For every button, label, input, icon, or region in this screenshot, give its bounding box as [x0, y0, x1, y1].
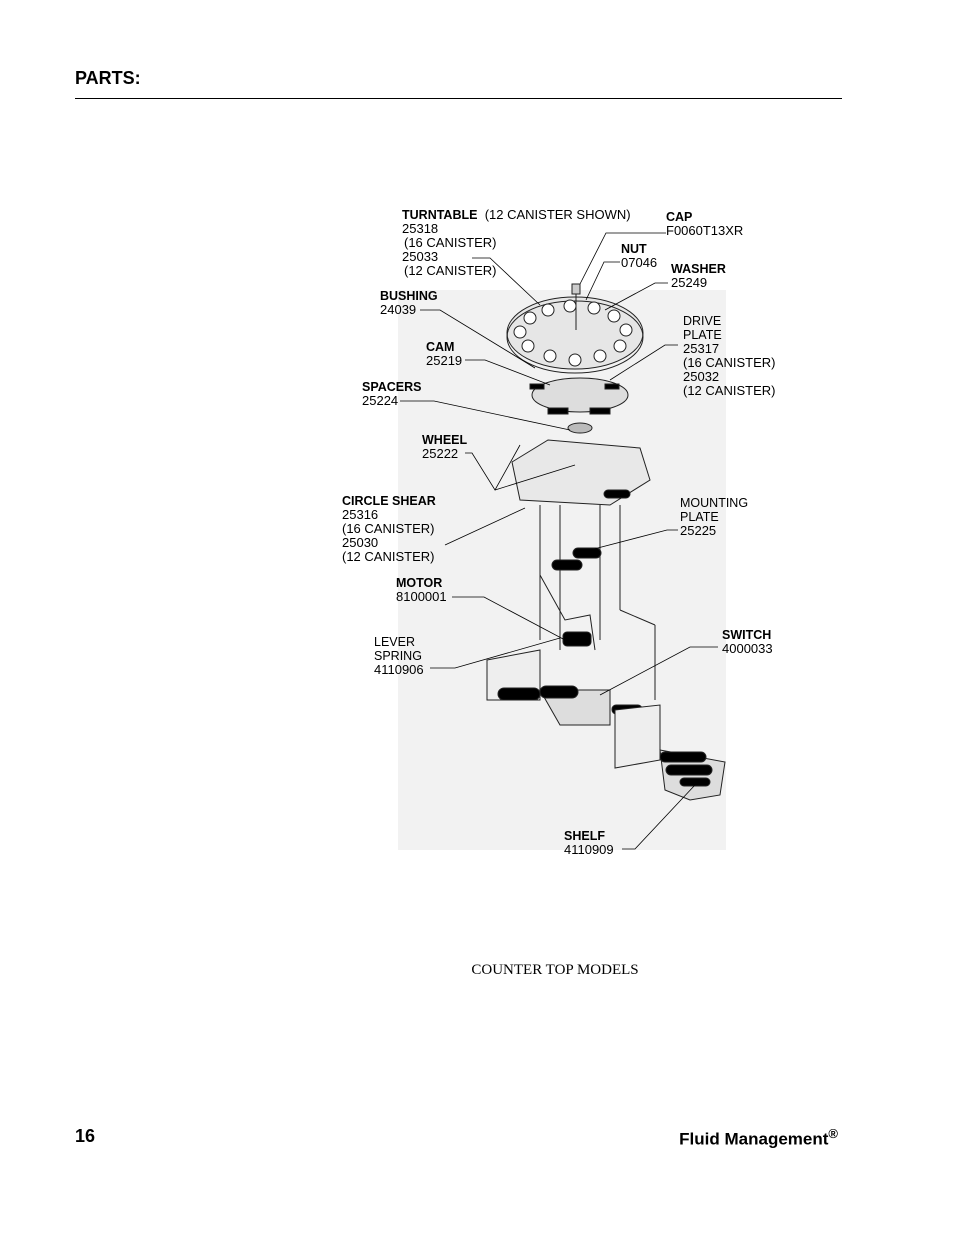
- circle-shear-name: CIRCLE SHEAR: [342, 494, 436, 508]
- label-nut: NUT 07046: [621, 242, 657, 270]
- spacers-number: 25224: [362, 393, 399, 408]
- drive-plate-line-2: (16 CANISTER): [683, 355, 776, 370]
- turntable-line-2: (16 CANISTER): [404, 235, 497, 250]
- mounting-plate-number: 25225: [680, 523, 717, 538]
- turntable-name: TURNTABLE: [402, 208, 478, 222]
- cam-name: CAM: [426, 340, 455, 354]
- motor-number: 8100001: [396, 589, 447, 604]
- wheel-number: 25222: [422, 446, 459, 461]
- circle-shear-line-2: (16 CANISTER): [342, 521, 435, 536]
- label-lever-spring: LEVER SPRING 4110906: [374, 635, 424, 677]
- registered-mark: ®: [828, 1126, 838, 1141]
- label-cap: CAP F0060T13XR: [666, 210, 743, 238]
- circle-shear-line-3: 25030: [342, 535, 379, 550]
- motor-part: [562, 631, 592, 647]
- wheel-name: WHEEL: [422, 433, 468, 447]
- label-cam: CAM 25219: [426, 340, 462, 368]
- drive-plate-line-3: 25032: [683, 369, 720, 384]
- cap-number: F0060T13XR: [666, 223, 744, 238]
- label-washer: WASHER 25249: [671, 262, 726, 290]
- brand-name: Fluid Management: [679, 1129, 829, 1149]
- label-switch: SWITCH 4000033: [722, 628, 773, 656]
- label-shelf: SHELF 4110909: [564, 829, 614, 857]
- brand-footer: Fluid Management®: [679, 1126, 838, 1150]
- label-spacers: SPACERS 25224: [362, 380, 422, 408]
- switch-number: 4000033: [722, 641, 773, 656]
- lever-spring-number: 4110906: [374, 662, 424, 677]
- mounting-plate-name-2: PLATE: [680, 510, 719, 524]
- turntable-note: (12 CANISTER SHOWN): [484, 207, 631, 222]
- header-divider: [75, 98, 842, 99]
- nut-name: NUT: [621, 242, 647, 256]
- mounting-plate-name-1: MOUNTING: [680, 496, 749, 510]
- figure-caption: COUNTER TOP MODELS: [471, 962, 639, 978]
- lever-spring-name-1: LEVER: [374, 635, 415, 649]
- section-title: PARTS:: [75, 68, 141, 88]
- drive-plate-line-4: (12 CANISTER): [683, 383, 776, 398]
- switch-name: SWITCH: [722, 628, 772, 642]
- bushing-name: BUSHING: [380, 289, 438, 303]
- wheel-part: [567, 422, 593, 434]
- label-bushing: BUSHING 24039: [380, 289, 438, 317]
- cam-number: 25219: [426, 353, 463, 368]
- switch-housing: [539, 689, 611, 726]
- cap-part: [571, 283, 581, 295]
- label-wheel: WHEEL 25222: [422, 433, 467, 461]
- spacers-name: SPACERS: [362, 380, 422, 394]
- cap-name: CAP: [666, 210, 693, 224]
- circle-shear-line-4: (12 CANISTER): [342, 549, 435, 564]
- label-turntable: TURNTABLE (12 CANISTER SHOWN) 25318 (16 …: [402, 208, 631, 278]
- turntable-line-3: 25033: [402, 249, 439, 264]
- label-mounting-plate: MOUNTING PLATE 25225: [680, 496, 748, 538]
- page-number: 16: [75, 1126, 96, 1146]
- turntable-holes: [513, 299, 633, 367]
- label-circle-shear: CIRCLE SHEAR 25316 (16 CANISTER) 25030 (…: [342, 494, 436, 564]
- label-drive-plate: DRIVE PLATE 25317 (16 CANISTER) 25032 (1…: [683, 314, 775, 398]
- drive-plate-line-1: 25317: [683, 341, 720, 356]
- drive-plate-name-1: DRIVE: [683, 314, 722, 328]
- shelf-number: 4110909: [564, 842, 614, 857]
- nut-number: 07046: [621, 255, 658, 270]
- turntable-line-4: (12 CANISTER): [404, 263, 497, 278]
- circle-shear-line-1: 25316: [342, 507, 379, 522]
- washer-number: 25249: [671, 275, 708, 290]
- circle-shear: [511, 439, 651, 506]
- drive-plate-name-2: PLATE: [683, 328, 722, 342]
- shelf-part: [614, 704, 661, 769]
- drive-plate: [531, 377, 629, 413]
- turntable-line-1: 25318: [402, 221, 439, 236]
- bushing-number: 24039: [380, 302, 417, 317]
- motor-name: MOTOR: [396, 576, 443, 590]
- mounting-block: [572, 547, 602, 559]
- lever-spring-name-2: SPRING: [374, 649, 422, 663]
- shelf-name: SHELF: [564, 829, 605, 843]
- label-motor: MOTOR 8100001: [396, 576, 447, 604]
- turntable-edge: [506, 300, 644, 374]
- leader-lines: [400, 232, 718, 850]
- washer-name: WASHER: [671, 262, 726, 276]
